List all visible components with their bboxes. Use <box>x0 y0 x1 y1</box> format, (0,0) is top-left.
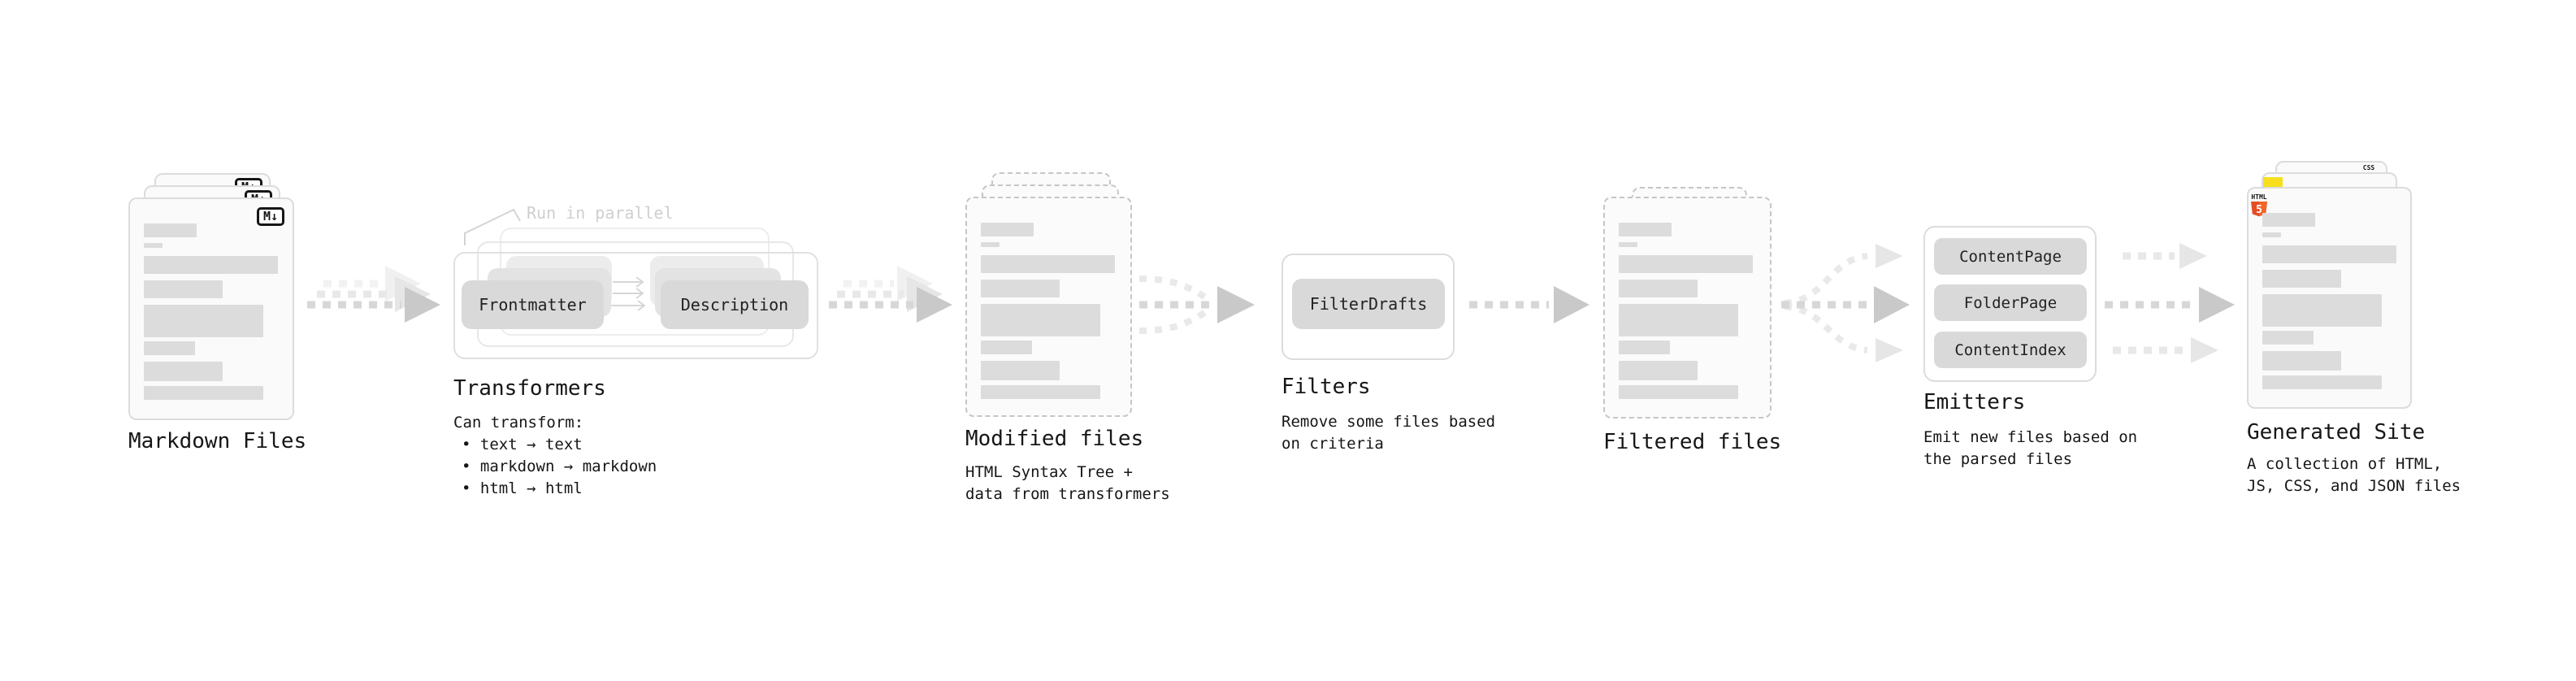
arrow-transformers-to-modified <box>829 266 952 323</box>
bullet-item: • markdown → markdown <box>462 458 657 475</box>
js-badge <box>2263 177 2283 189</box>
filterdrafts-pill: FilterDrafts <box>1292 279 1445 329</box>
emitter-pill-contentindex: ContentIndex <box>1934 332 2087 368</box>
filtered-file-card-front <box>1603 197 1772 419</box>
emitters-description: Emit new files based on the parsed files <box>1923 428 2138 468</box>
markdown-files-label: Markdown Files <box>128 429 307 453</box>
parallel-note: Run in parallel <box>527 203 674 223</box>
html5-badge: HTML 5 <box>2251 193 2267 217</box>
transformer-layer-box-front <box>453 252 818 359</box>
markdown-icon: M↓ <box>256 207 284 226</box>
pill-flow-arrows <box>608 276 646 311</box>
filters-box: FilterDrafts <box>1281 254 1455 360</box>
filters-description: Remove some files based on criteria <box>1281 413 1496 453</box>
arrow-markdown-to-transformers <box>307 266 440 323</box>
emitter-pill-contentpage: ContentPage <box>1934 238 2087 275</box>
skeleton-lines <box>981 223 1117 399</box>
emitter-pill-folderpage: FolderPage <box>1934 284 2087 321</box>
markdown-file-card-front: M↓ <box>128 197 294 420</box>
bullet-item: • text → text <box>462 436 583 453</box>
bullet-item: • html → html <box>462 479 583 497</box>
emitters-box: ContentPage FolderPage ContentIndex <box>1923 226 2097 382</box>
filters-label: Filters <box>1281 375 1371 399</box>
arrow-filters-to-filtered <box>1469 286 1589 323</box>
skeleton-lines <box>1619 223 1756 399</box>
filtered-files-label: Filtered files <box>1603 430 1782 454</box>
frontmatter-pill: Frontmatter <box>462 280 604 329</box>
transformers-heading: Can transform: <box>453 414 584 432</box>
emitters-label: Emitters <box>1923 390 2026 414</box>
generated-site-description: A collection of HTML, JS, CSS, and JSON … <box>2247 455 2461 495</box>
arrow-filtered-to-emitters <box>1781 244 1910 362</box>
transformers-label: Transformers <box>453 376 606 401</box>
transformers-bullets: • text → text • markdown → markdown • ht… <box>462 434 657 500</box>
parallel-note-leader-line <box>464 208 521 245</box>
arrow-emitters-to-generated <box>2105 243 2235 363</box>
modified-file-card-front <box>965 197 1132 417</box>
generated-file-card-front: HTML 5 <box>2247 187 2412 409</box>
modified-files-description: HTML Syntax Tree + data from transformer… <box>965 463 1170 503</box>
modified-files-label: Modified files <box>965 427 1144 451</box>
arrow-modified-to-filters <box>1138 275 1255 334</box>
description-pill: Description <box>661 280 809 329</box>
skeleton-lines <box>2262 213 2396 389</box>
generated-site-label: Generated Site <box>2247 420 2426 445</box>
skeleton-lines <box>144 223 279 400</box>
svg-text:HTML: HTML <box>2251 193 2266 201</box>
svg-text:5: 5 <box>2256 204 2262 216</box>
